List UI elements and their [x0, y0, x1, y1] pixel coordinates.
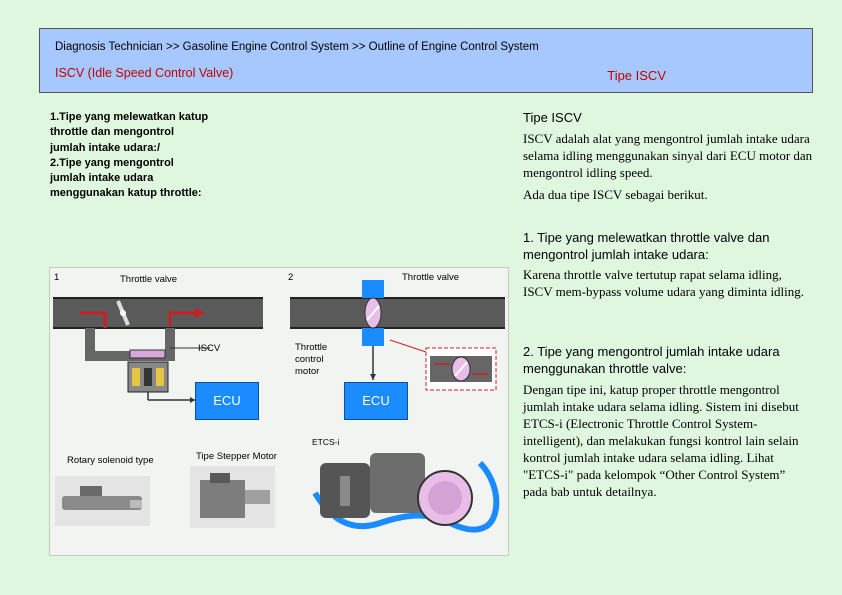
stepper-motor-image — [190, 466, 275, 528]
rotary-solenoid-image — [55, 476, 150, 526]
breadcrumb[interactable]: Diagnosis Technician >> Gasoline Engine … — [55, 41, 539, 53]
etcs-i-label: ETCS-i — [312, 437, 340, 447]
ecu-box-1: ECU — [195, 382, 259, 420]
intro-paragraph: ISCV adalah alat yang mengontrol jumlah … — [523, 131, 813, 180]
intake-pipe-right — [290, 298, 505, 328]
throttle-control-motor-label: Throttle control motor — [295, 342, 328, 377]
diagram-number-1: 1 — [54, 272, 60, 283]
section-label: Tipe ISCV — [607, 68, 666, 83]
right-title: Tipe ISCV — [523, 110, 582, 125]
iscv-label: ISCV — [198, 343, 221, 354]
diagram-caption: 1.Tipe yang melewatkan katup throttle da… — [50, 111, 209, 200]
stepper-motor-label: Tipe Stepper Motor — [196, 451, 277, 462]
type-2-heading: 2. Tipe yang mengontrol jumlah intake ud… — [523, 344, 780, 376]
throttle-detail-icon — [425, 347, 497, 391]
ecu-box-2: ECU — [344, 382, 408, 420]
etcs-i-image — [312, 453, 500, 533]
diagram-graphics — [53, 280, 505, 533]
iscv-valve-icon — [127, 349, 169, 393]
airflow-arrow — [168, 311, 195, 326]
page-title: ISCV (Idle Speed Control Valve) — [55, 66, 234, 80]
diagram-number-2: 2 — [288, 272, 294, 283]
throttle-valve-2-icon — [362, 280, 384, 346]
iscv-diagram: 1 Throttle valve 2 Throttle valve ISCV T… — [49, 267, 509, 556]
type-1-paragraph: Karena throttle valve tertutup rapat sel… — [523, 267, 805, 299]
type-2-paragraph: Dengan tipe ini, katup proper throttle m… — [523, 382, 799, 499]
type-1-heading: 1. Tipe yang melewatkan throttle valve d… — [523, 230, 770, 262]
rotary-solenoid-label: Rotary solenoid type — [67, 455, 154, 466]
header-banner: Diagnosis Technician >> Gasoline Engine … — [39, 28, 813, 93]
throttle-valve-label-1: Throttle valve — [120, 274, 178, 285]
throttle-valve-1-icon — [116, 300, 130, 326]
throttle-valve-label-2: Throttle valve — [402, 272, 460, 283]
intro-paragraph-2: Ada dua tipe ISCV sebagai berikut. — [523, 187, 708, 202]
